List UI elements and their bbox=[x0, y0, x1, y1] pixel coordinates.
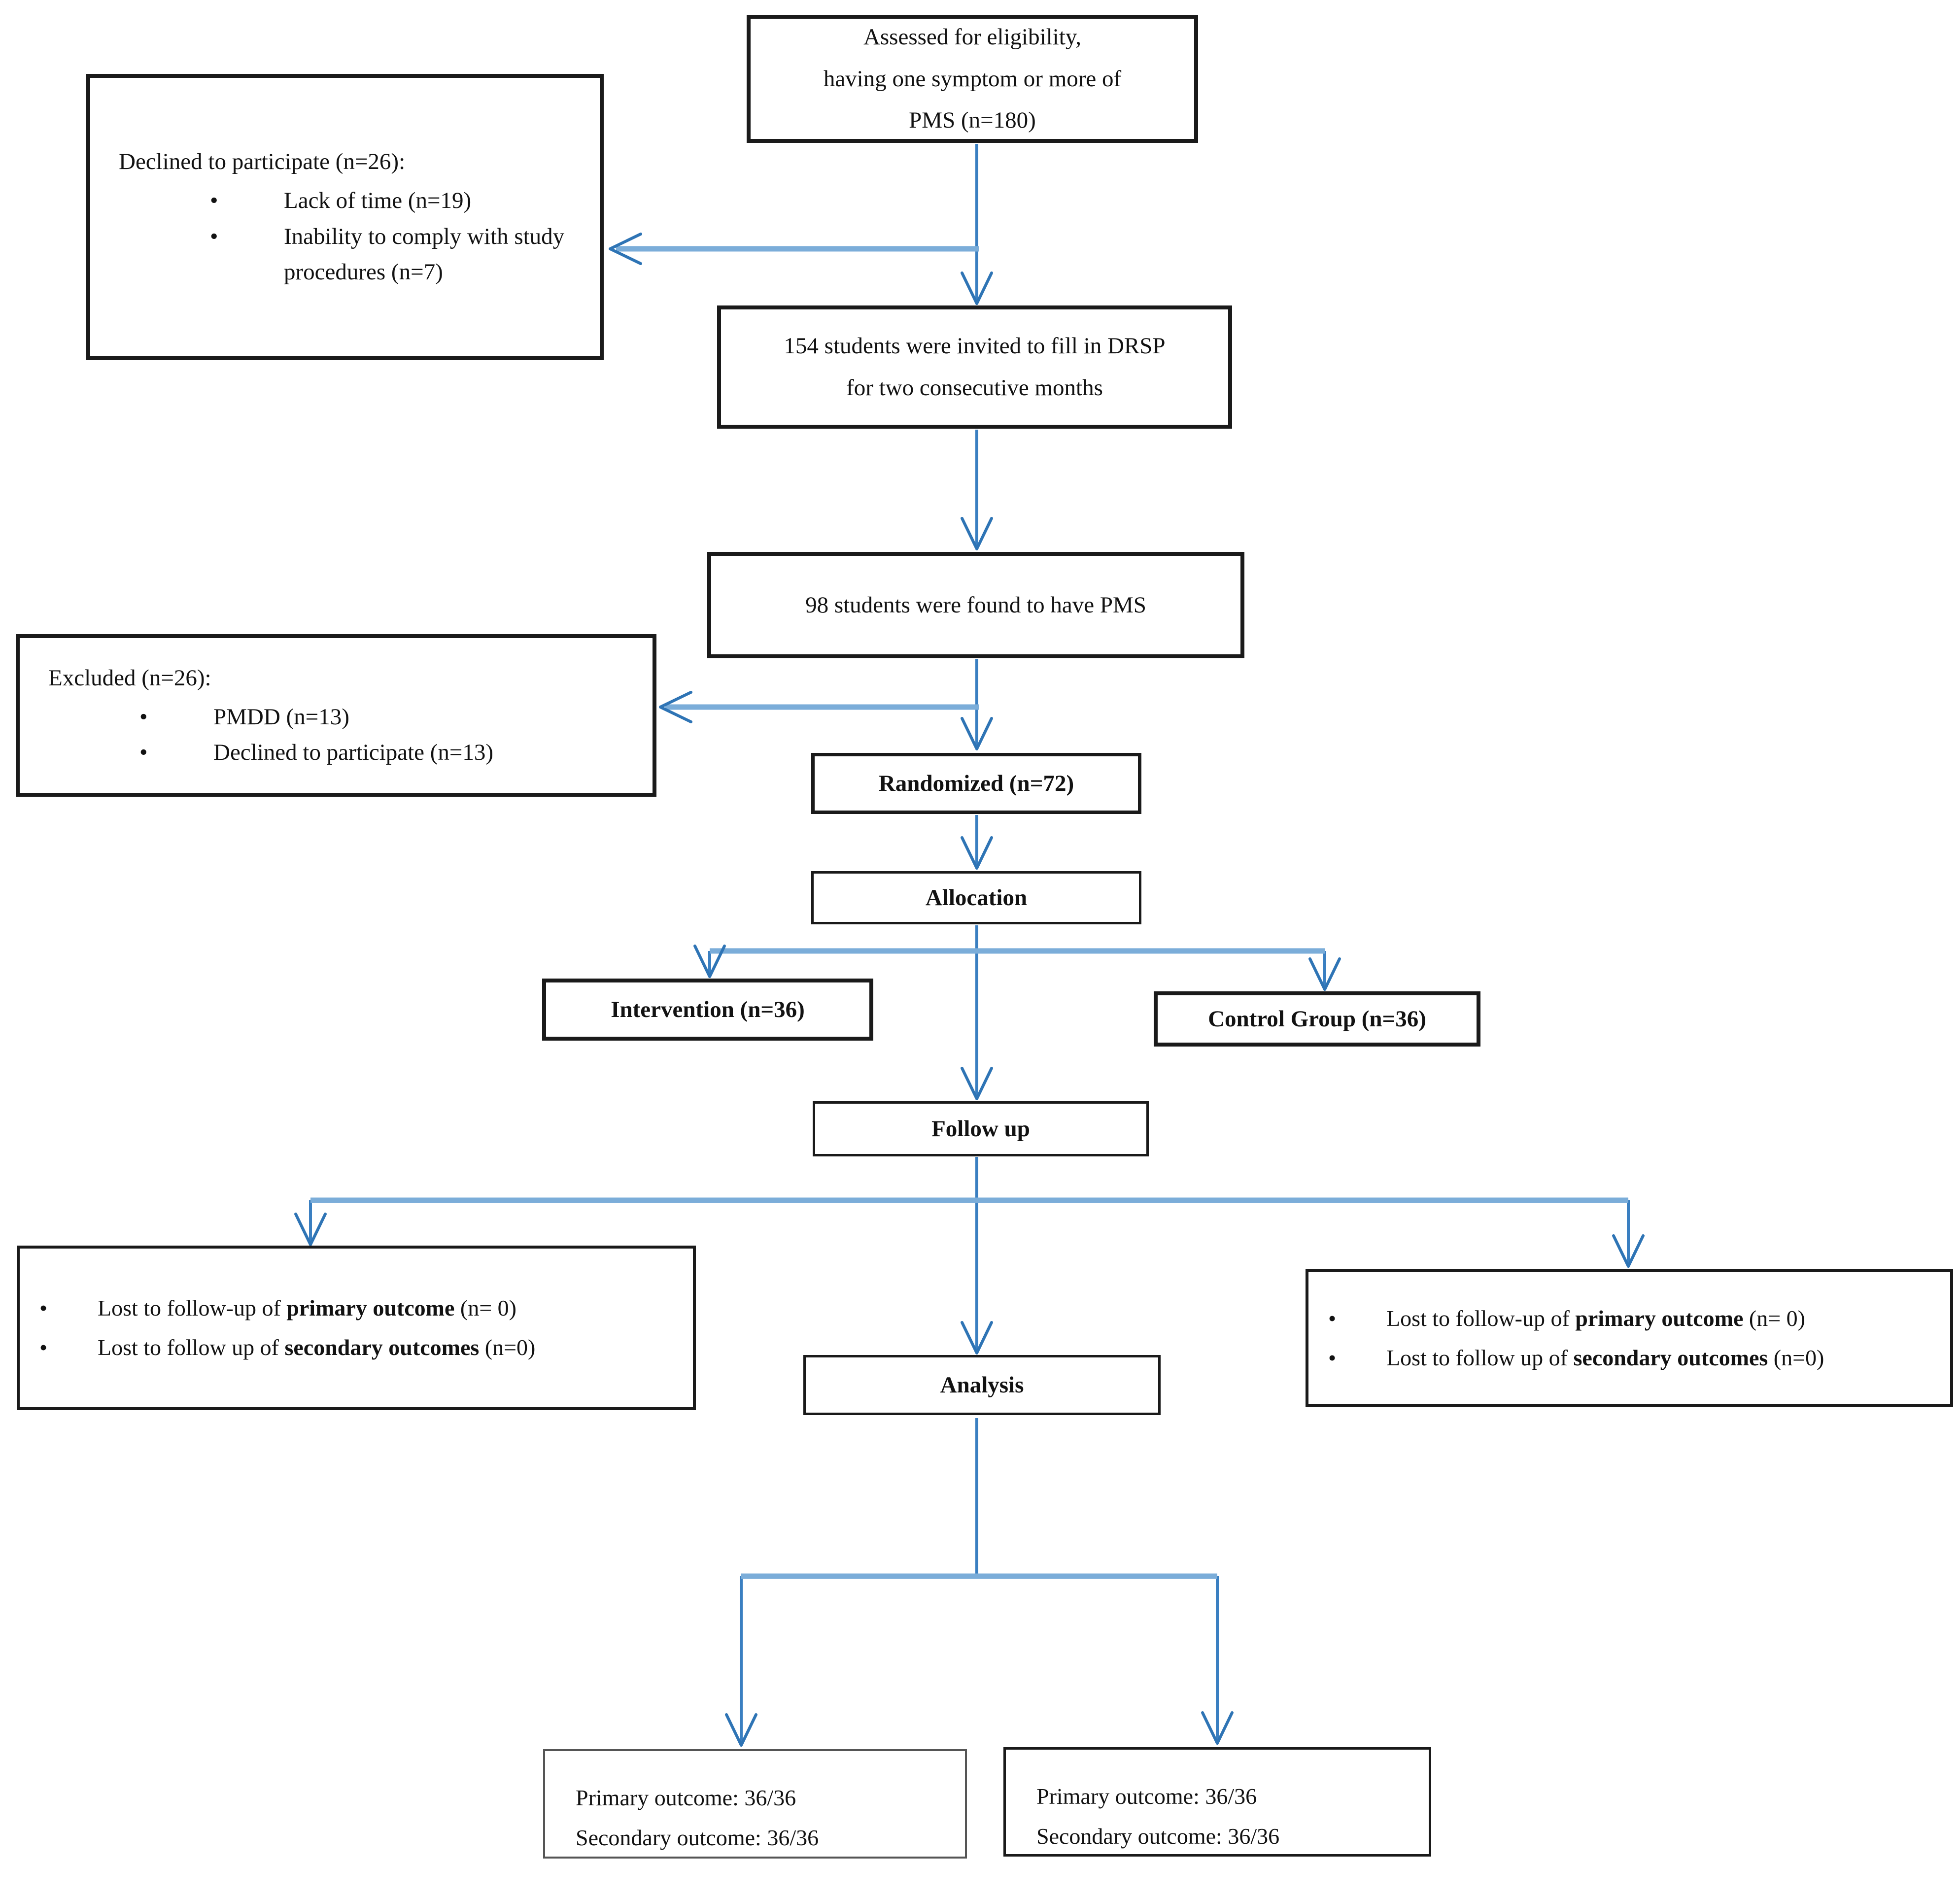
lost-right-text: Lost to follow-up of primary outcome (n=… bbox=[1386, 1305, 1805, 1331]
declined-bullet-text: Inability to comply with study procedure… bbox=[284, 223, 565, 285]
arrowhead-control bbox=[1308, 957, 1341, 991]
lost-left-text: Lost to follow up of secondary outcomes … bbox=[98, 1335, 536, 1360]
allocation-box: Allocation bbox=[811, 871, 1141, 924]
declined-title: Declined to participate (n=26): bbox=[119, 148, 406, 174]
outcome-right-box: Primary outcome: 36/36 Secondary outcome… bbox=[1003, 1747, 1431, 1857]
lost-right-item: • Lost to follow-up of primary outcome (… bbox=[1328, 1299, 1935, 1339]
lost-right-item: • Lost to follow up of secondary outcome… bbox=[1328, 1338, 1935, 1378]
bullet-marker: • bbox=[1328, 1305, 1337, 1331]
arrowhead-allocation bbox=[961, 836, 993, 870]
assessed-line: having one symptom or more of bbox=[823, 66, 1122, 92]
arrowhead-invited bbox=[961, 271, 993, 305]
pms-found-label: 98 students were found to have PMS bbox=[805, 592, 1146, 618]
control-group-box: Control Group (n=36) bbox=[1154, 991, 1480, 1047]
followup-box: Follow up bbox=[813, 1101, 1149, 1156]
lost-to-followup-right-box: • Lost to follow-up of primary outcome (… bbox=[1306, 1269, 1953, 1407]
outcome-right-line: Primary outcome: 36/36 bbox=[1036, 1784, 1257, 1809]
bullet-marker: • bbox=[39, 1295, 48, 1320]
arrowhead-lost-right bbox=[1612, 1234, 1645, 1268]
arrowhead-declined bbox=[609, 233, 642, 265]
invited-line: 154 students were invited to fill in DRS… bbox=[784, 333, 1166, 359]
excluded-box: Excluded (n=26): • PMDD (n=13) • Decline… bbox=[16, 634, 656, 797]
outcome-left-line: Primary outcome: 36/36 bbox=[576, 1785, 796, 1810]
arrowhead-followup bbox=[961, 1067, 993, 1100]
bullet-marker: • bbox=[210, 223, 218, 249]
control-group-label: Control Group (n=36) bbox=[1208, 1006, 1426, 1032]
lost-right-text: Lost to follow up of secondary outcomes … bbox=[1386, 1345, 1824, 1370]
lost-left-text: Lost to follow-up of primary outcome (n=… bbox=[98, 1295, 516, 1320]
bullet-marker: • bbox=[139, 704, 148, 730]
arrowhead-excluded bbox=[659, 691, 692, 723]
outcome-left-line: Secondary outcome: 36/36 bbox=[576, 1825, 819, 1850]
analysis-label: Analysis bbox=[940, 1372, 1024, 1398]
excluded-title: Excluded (n=26): bbox=[48, 665, 211, 691]
arrowhead-lost-left bbox=[294, 1213, 327, 1246]
invited-line: for two consecutive months bbox=[846, 375, 1103, 401]
outcome-left-box: Primary outcome: 36/36 Secondary outcome… bbox=[543, 1749, 967, 1859]
intervention-box: Intervention (n=36) bbox=[542, 979, 873, 1041]
declined-bullet-item: • Inability to comply with study procedu… bbox=[210, 219, 580, 291]
excluded-bullet-item: • Declined to participate (n=13) bbox=[139, 735, 633, 771]
declined-to-participate-box: Declined to participate (n=26): • Lack o… bbox=[86, 74, 604, 360]
analysis-box: Analysis bbox=[803, 1355, 1161, 1415]
declined-bullet-item: • Lack of time (n=19) bbox=[210, 183, 580, 219]
assessed-eligibility-box: Assessed for eligibility, having one sym… bbox=[747, 15, 1198, 143]
intervention-label: Intervention (n=36) bbox=[611, 996, 805, 1022]
assessed-line: PMS (n=180) bbox=[909, 107, 1036, 134]
declined-bullet-text: Lack of time (n=19) bbox=[284, 187, 472, 213]
lost-left-item: • Lost to follow up of secondary outcome… bbox=[39, 1328, 678, 1368]
followup-label: Follow up bbox=[931, 1116, 1030, 1142]
bullet-marker: • bbox=[139, 740, 148, 766]
randomized-label: Randomized (n=72) bbox=[878, 770, 1074, 796]
arrowhead-randomized bbox=[961, 717, 993, 750]
bullet-marker: • bbox=[210, 187, 218, 213]
lost-to-followup-left-box: • Lost to follow-up of primary outcome (… bbox=[17, 1246, 696, 1410]
assessed-line: Assessed for eligibility, bbox=[863, 24, 1082, 50]
bullet-marker: • bbox=[39, 1335, 48, 1360]
allocation-label: Allocation bbox=[925, 884, 1028, 911]
lost-left-item: • Lost to follow-up of primary outcome (… bbox=[39, 1288, 678, 1328]
pms-found-box: 98 students were found to have PMS bbox=[707, 552, 1244, 658]
excluded-bullet-item: • PMDD (n=13) bbox=[139, 699, 633, 735]
arrowhead-outcome-right bbox=[1201, 1711, 1234, 1745]
invited-drsp-box: 154 students were invited to fill in DRS… bbox=[717, 305, 1232, 429]
arrowhead-pms bbox=[961, 517, 993, 550]
arrowhead-outcome-left bbox=[725, 1713, 757, 1747]
randomized-box: Randomized (n=72) bbox=[811, 753, 1141, 814]
outcome-right-line: Secondary outcome: 36/36 bbox=[1036, 1823, 1280, 1849]
bullet-marker: • bbox=[1328, 1345, 1337, 1370]
excluded-bullet-text: PMDD (n=13) bbox=[213, 704, 349, 730]
excluded-bullet-text: Declined to participate (n=13) bbox=[213, 740, 494, 766]
arrowhead-analysis bbox=[961, 1321, 993, 1354]
arrowhead-intervention bbox=[693, 945, 726, 978]
